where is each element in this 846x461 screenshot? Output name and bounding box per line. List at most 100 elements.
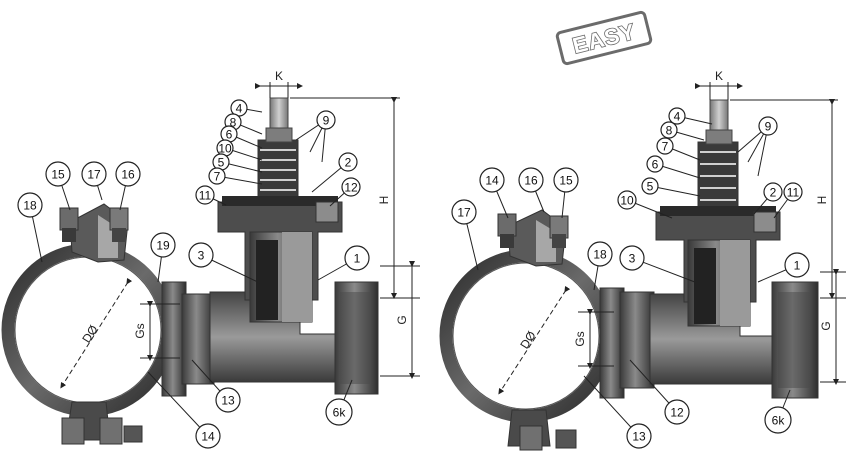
callout-number: 14	[201, 430, 215, 444]
right-callout-10: 10	[617, 190, 637, 210]
callout-number: 17	[457, 206, 471, 220]
left-callout-4: 4	[230, 99, 248, 117]
callout-number: 4	[236, 102, 243, 116]
right-callout-15: 15	[553, 167, 579, 193]
callout-number: 3	[198, 249, 205, 263]
right-callout-11: 11	[783, 182, 803, 202]
callout-number: 1	[794, 259, 801, 273]
callout-circle	[758, 116, 778, 136]
callout-number: 15	[559, 174, 573, 188]
easy-badge: EASY	[555, 10, 653, 66]
callout-number: 12	[670, 406, 684, 420]
right-dim-gs-label: Gs	[573, 331, 587, 346]
left-dim-k-label: K	[275, 69, 283, 83]
callout-circle	[344, 245, 370, 271]
callout-number: 5	[647, 180, 654, 194]
callout-number: 6	[652, 158, 659, 172]
callout-number: 8	[666, 124, 673, 138]
callout-circle	[783, 182, 803, 202]
right-dim-h-label: H	[815, 196, 829, 205]
right-callout-8: 8	[660, 121, 678, 139]
right-callout-2: 2	[763, 182, 783, 202]
right-valve-drawing: K H G Gs DØ	[439, 69, 846, 451]
callout-number: 16	[121, 168, 135, 182]
callout-circle	[626, 423, 652, 449]
callout-circle	[81, 161, 107, 187]
left-callout-12: 12	[341, 177, 361, 197]
callout-number: 2	[345, 156, 352, 170]
right-callout-16: 16	[518, 167, 544, 193]
right-callout-4: 4	[668, 107, 686, 125]
callout-number: 13	[632, 430, 646, 444]
callout-circle	[763, 182, 783, 202]
callout-number: 7	[662, 140, 669, 154]
callout-circle	[764, 406, 792, 434]
callout-circle	[17, 192, 43, 218]
callout-number: 17	[87, 168, 101, 182]
callout-number: 2	[770, 186, 777, 200]
right-callout-5: 5	[641, 177, 659, 195]
left-callout-3: 3	[188, 242, 214, 268]
callout-circle	[784, 252, 810, 278]
callout-circle	[518, 167, 544, 193]
left-dimension-lines	[60, 82, 420, 389]
right-callout-13: 13	[626, 423, 652, 449]
callout-circle	[338, 152, 358, 172]
callout-circle	[668, 107, 686, 125]
callout-number: 19	[156, 239, 170, 253]
left-callout-7: 7	[208, 167, 226, 185]
right-dimension-lines	[498, 82, 846, 395]
left-valve-drawing: K H G Gs DØ	[1, 69, 420, 445]
callout-circle	[617, 190, 637, 210]
callout-number: 8	[230, 116, 237, 130]
callout-circle	[325, 398, 353, 426]
callout-circle	[150, 232, 176, 258]
left-callout-1: 1	[344, 245, 370, 271]
left-dim-h-label: H	[377, 196, 391, 205]
right-callout-17: 17	[451, 199, 477, 225]
left-callout-16: 16	[115, 161, 141, 187]
callout-number: 1	[354, 252, 361, 266]
callout-number: 6	[226, 128, 233, 142]
callout-circle	[660, 121, 678, 139]
left-callout-5: 5	[212, 153, 230, 171]
callout-number: 14	[485, 174, 499, 188]
callout-number: 7	[214, 170, 221, 184]
callout-circle	[115, 161, 141, 187]
right-callout-14: 14	[479, 167, 505, 193]
callout-circle	[341, 177, 361, 197]
callout-circle	[208, 167, 226, 185]
callout-circle	[195, 185, 215, 205]
callout-circle	[316, 110, 336, 130]
callout-number: 16	[524, 174, 538, 188]
right-callout-leader	[583, 375, 640, 437]
callout-number: 11	[199, 189, 212, 203]
callout-number: 6k	[772, 414, 786, 428]
callout-circle	[451, 199, 477, 225]
callout-circle	[215, 387, 241, 413]
callout-number: 5	[218, 156, 225, 170]
right-callout-6: 6	[646, 155, 664, 173]
left-callout-9: 9	[316, 110, 336, 130]
callout-circle	[641, 177, 659, 195]
callout-number: 18	[23, 199, 37, 213]
left-callout-18: 18	[17, 192, 43, 218]
callout-number: 10	[218, 142, 232, 156]
right-dim-g-label: G	[819, 321, 833, 330]
callout-circle	[619, 245, 645, 271]
right-dim-k-label: K	[715, 69, 723, 83]
callout-circle	[479, 167, 505, 193]
callout-number: 9	[323, 114, 330, 128]
callout-circle	[45, 161, 71, 187]
left-callout-14: 14	[195, 423, 221, 449]
right-callout-18: 18	[587, 241, 613, 267]
left-dim-gs-label: Gs	[133, 323, 147, 338]
left-callout-2: 2	[338, 152, 358, 172]
callout-circle	[188, 242, 214, 268]
callout-number: 18	[593, 248, 607, 262]
right-callout-9: 9	[758, 116, 778, 136]
left-dim-g-label: G	[395, 315, 409, 324]
callout-circle	[553, 167, 579, 193]
